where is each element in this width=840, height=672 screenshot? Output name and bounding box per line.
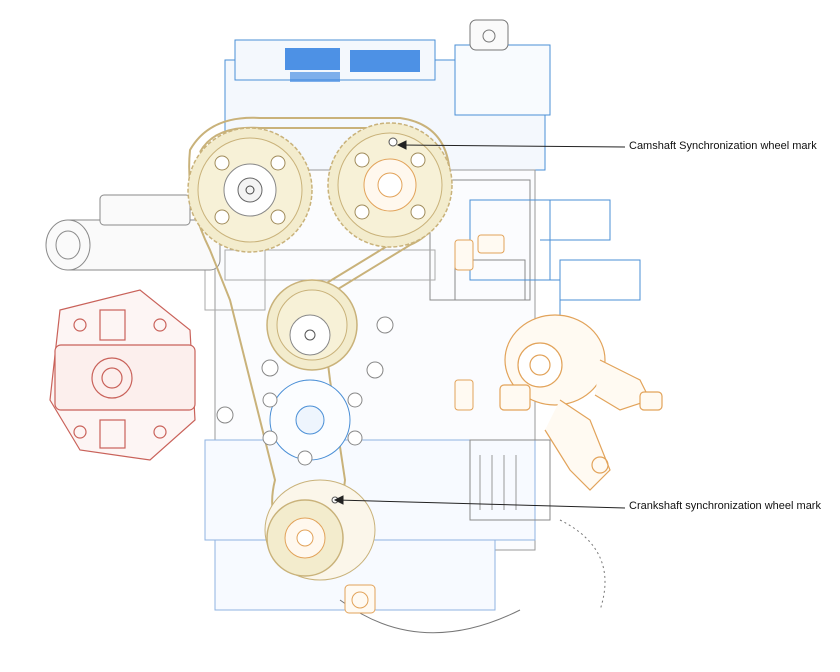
idler-assembly bbox=[216, 316, 394, 466]
crankshaft-sync-mark-label: Crankshaft synchronization wheel mark bbox=[629, 500, 821, 512]
small-fittings bbox=[344, 234, 505, 614]
left-intake-tube bbox=[45, 194, 221, 271]
camshaft-sync-mark-label: Camshaft Synchronization wheel mark bbox=[629, 140, 817, 152]
tensioner-pulley bbox=[266, 279, 358, 371]
camshaft-pulley-right bbox=[327, 122, 453, 248]
crankshaft-pulley bbox=[264, 479, 376, 581]
right-coolant-fitting bbox=[499, 314, 663, 491]
logo-plate bbox=[285, 48, 420, 82]
camshaft-pulley-left bbox=[187, 127, 313, 253]
crankshaft-leader-line bbox=[336, 499, 626, 509]
camshaft-leader-line bbox=[399, 144, 626, 148]
callout-lines bbox=[333, 140, 626, 509]
crankshaft-leader-arrow bbox=[333, 495, 344, 505]
camshaft-leader-arrow bbox=[396, 140, 407, 150]
red-mount-plate bbox=[49, 289, 196, 461]
